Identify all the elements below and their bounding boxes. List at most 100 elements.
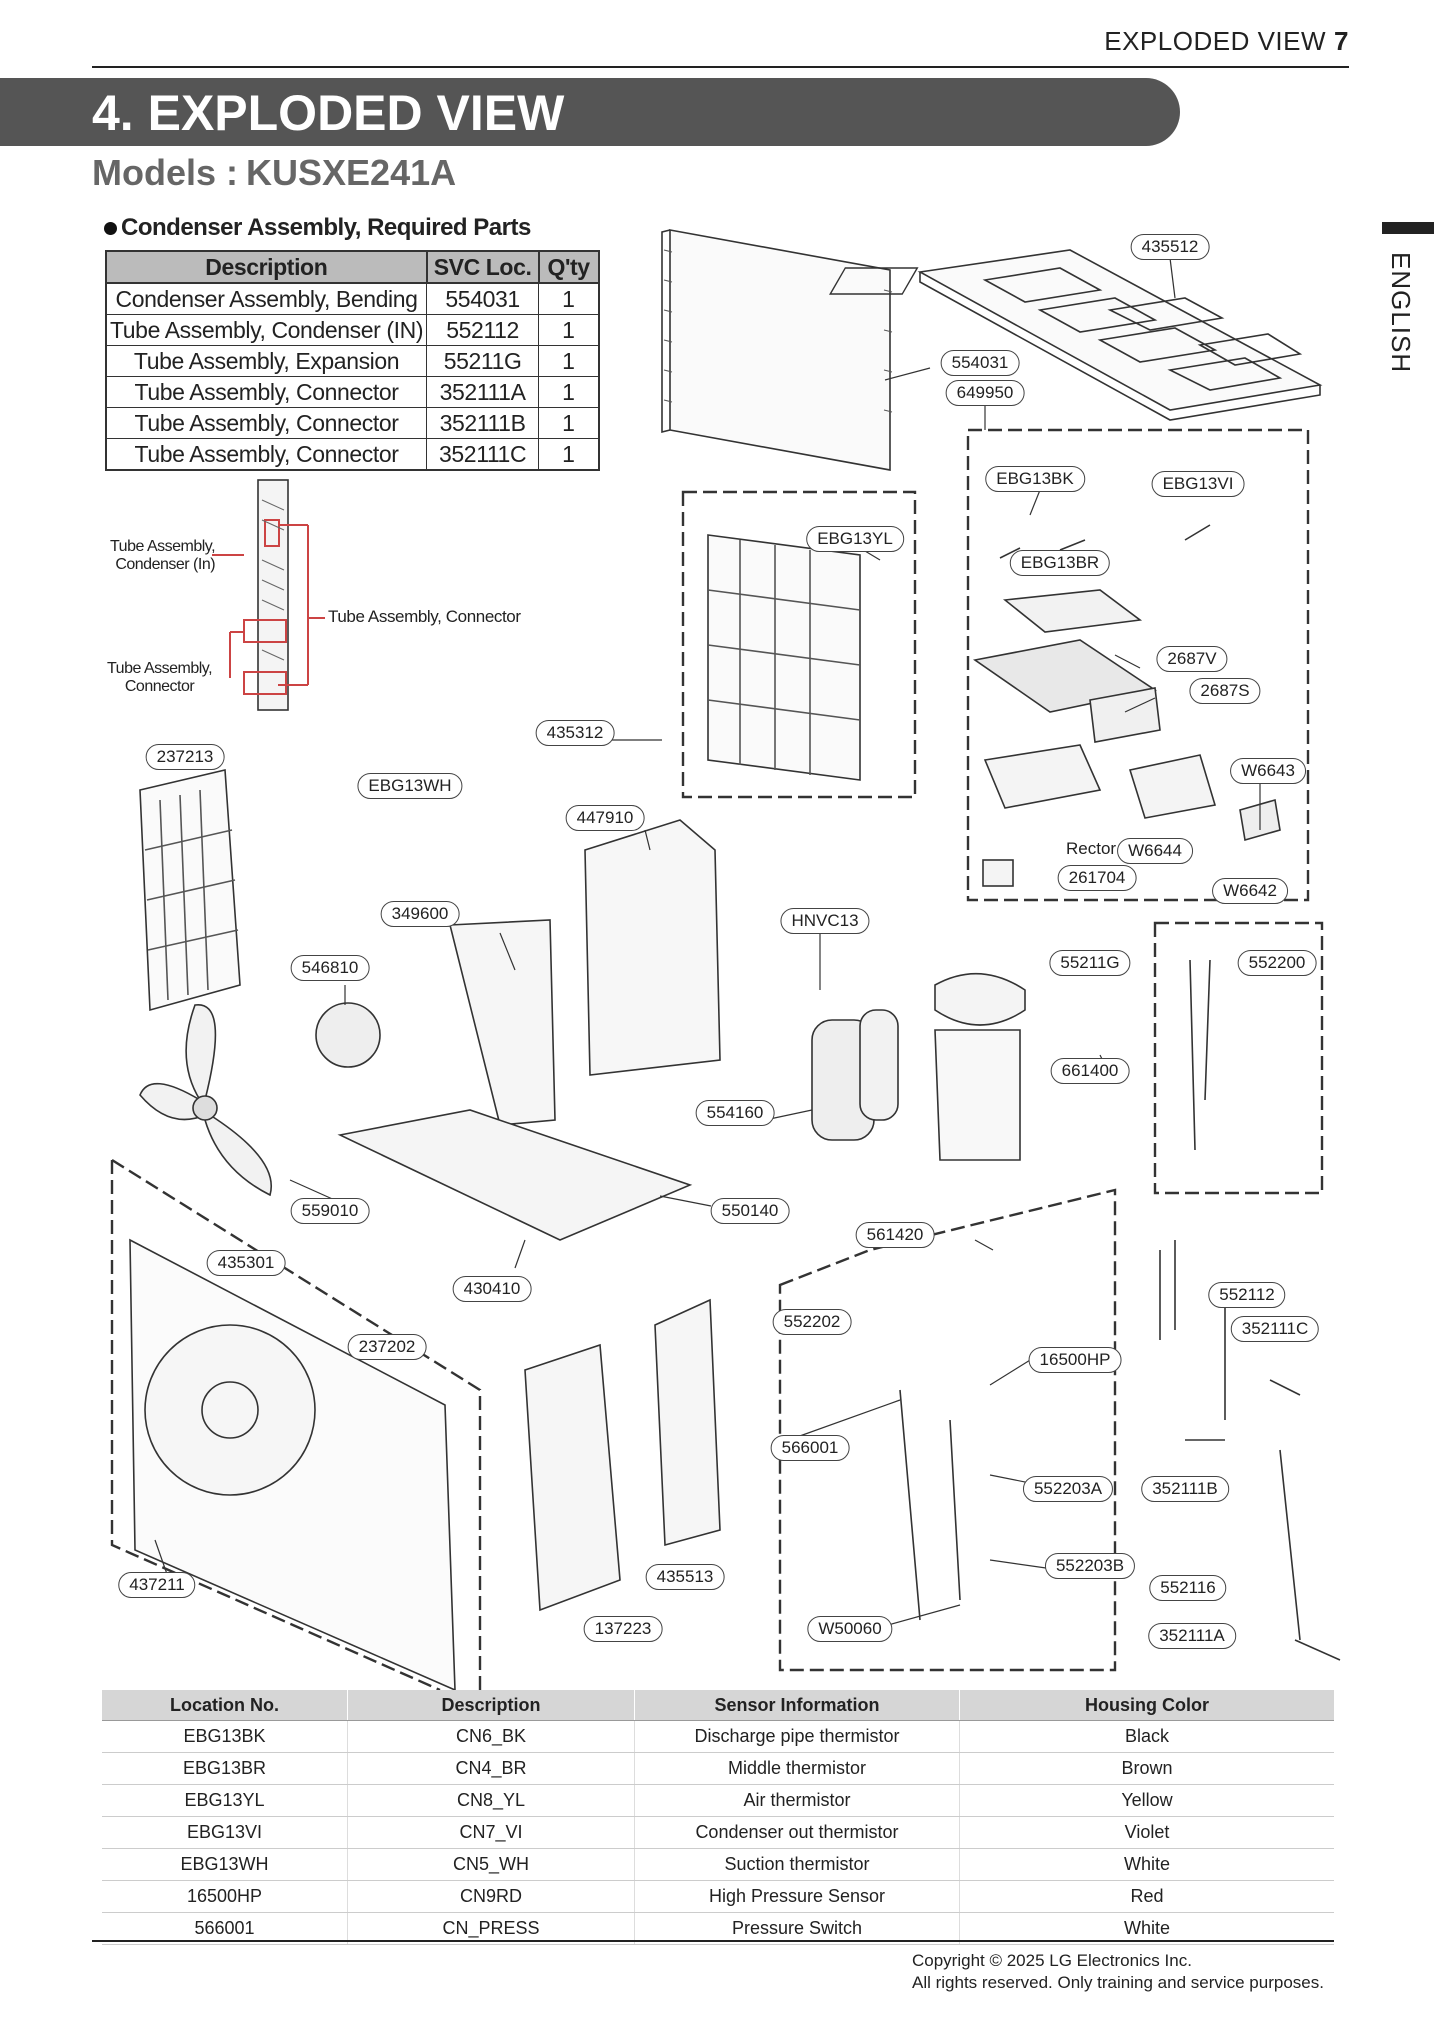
- part-callout-552200: 552200: [1237, 950, 1317, 976]
- part-callout-ebg13bk: EBG13BK: [985, 466, 1085, 492]
- table-cell: 16500HP: [102, 1880, 348, 1913]
- table-cell: Condenser out thermistor: [634, 1816, 960, 1849]
- part-callout-352111a: 352111A: [1148, 1623, 1236, 1649]
- copyright: Copyright © 2025 LG Electronics Inc. All…: [912, 1950, 1324, 1994]
- table-cell: 352111C: [426, 438, 540, 471]
- table-cell: 352111A: [426, 376, 540, 408]
- part-callout-649950: 649950: [945, 380, 1025, 406]
- table-cell: CN7_VI: [347, 1816, 635, 1849]
- part-callout-430410: 430410: [452, 1276, 532, 1302]
- part-callout-ebg13vi: EBG13VI: [1151, 471, 1245, 497]
- copyright-line-2: All rights reserved. Only training and s…: [912, 1973, 1324, 1992]
- part-callout-437211: 437211: [118, 1572, 196, 1598]
- condenser-parts-table: Description SVC Loc. Q'ty Condenser Asse…: [105, 250, 600, 471]
- language-label: ENGLISH: [1386, 252, 1416, 374]
- table-cell: 1: [538, 438, 600, 471]
- table-cell: Brown: [959, 1752, 1334, 1785]
- table-cell: Tube Assembly, Connector: [105, 438, 428, 471]
- table-cell: High Pressure Sensor: [634, 1880, 960, 1913]
- table-cell: Red: [959, 1880, 1334, 1913]
- part-callout-w6644: W6644: [1117, 838, 1193, 864]
- part-callout-435513: 435513: [645, 1564, 725, 1590]
- table-cell: Yellow: [959, 1784, 1334, 1817]
- table-cell: 1: [538, 282, 600, 315]
- part-callout-352111b: 352111B: [1141, 1476, 1229, 1502]
- table-cell: 1: [538, 314, 600, 346]
- table-cell: 1: [538, 376, 600, 408]
- table-cell: CN9RD: [347, 1880, 635, 1913]
- part-callout-hnvc13: HNVC13: [780, 908, 870, 934]
- part-callout-661400: 661400: [1050, 1058, 1130, 1084]
- part-callout-561420: 561420: [855, 1222, 935, 1248]
- part-callout-ebg13wh: EBG13WH: [357, 773, 463, 799]
- table-cell: CN8_YL: [347, 1784, 635, 1817]
- table-cell: EBG13BK: [102, 1720, 348, 1753]
- part-callout-55211g: 55211G: [1049, 950, 1131, 976]
- part-callout-566001: 566001: [770, 1435, 850, 1461]
- part-callout-ebg13yl: EBG13YL: [806, 526, 904, 552]
- condenser-section-title: Condenser Assembly, Required Parts: [104, 214, 531, 242]
- table-cell: Tube Assembly, Connector: [105, 407, 428, 439]
- table-cell: Black: [959, 1720, 1334, 1753]
- table-cell: CN6_BK: [347, 1720, 635, 1753]
- table-cell: EBG13VI: [102, 1816, 348, 1849]
- part-callout-550140: 550140: [710, 1198, 790, 1224]
- table-cell: White: [959, 1912, 1334, 1945]
- bullet-icon: [104, 222, 117, 235]
- part-callout-552116: 552116: [1149, 1575, 1227, 1601]
- table-cell: Middle thermistor: [634, 1752, 960, 1785]
- table-cell: CN_PRESS: [347, 1912, 635, 1945]
- part-callout-261704: 261704: [1057, 865, 1137, 891]
- part-callout-552202: 552202: [772, 1309, 852, 1335]
- table-cell: Air thermistor: [634, 1784, 960, 1817]
- header-rule: [92, 66, 1349, 68]
- part-callout-546810: 546810: [290, 955, 370, 981]
- part-callout-w50060: W50060: [807, 1616, 893, 1642]
- models-line: Models :KUSXE241A: [92, 152, 456, 194]
- inset-label-tube-connector-left: Tube Assembly, Connector: [107, 660, 213, 695]
- part-callout-16500hp: 16500HP: [1028, 1347, 1122, 1373]
- column-header: Description: [105, 250, 428, 284]
- table-cell: EBG13BR: [102, 1752, 348, 1785]
- page-number: 7: [1334, 26, 1349, 56]
- models-label: Models :: [92, 152, 239, 193]
- part-callout-447910: 447910: [565, 805, 645, 831]
- inset-label-tube-connector-right: Tube Assembly, Connector: [328, 607, 521, 626]
- table-header-row: Location No. Description Sensor Informat…: [102, 1690, 1334, 1721]
- part-callout-552203b: 552203B: [1044, 1553, 1136, 1579]
- part-callout-435512: 435512: [1130, 234, 1210, 260]
- table-cell: Suction thermistor: [634, 1848, 960, 1881]
- part-callout-w6642: W6642: [1212, 878, 1288, 904]
- part-callout-435301: 435301: [206, 1250, 286, 1276]
- part-callout-552112: 552112: [1208, 1282, 1286, 1308]
- condenser-title-text: Condenser Assembly, Required Parts: [121, 214, 531, 241]
- header-section-label: EXPLODED VIEW: [1104, 26, 1327, 56]
- table-cell: Violet: [959, 1816, 1334, 1849]
- part-callout-2687s: 2687S: [1189, 678, 1261, 704]
- page-title: 4. EXPLODED VIEW: [92, 85, 565, 141]
- model-number: KUSXE241A: [246, 152, 457, 193]
- inset-label-tube-condenser-in: Tube Assembly, Condenser (In): [110, 538, 216, 573]
- copyright-line-1: Copyright © 2025 LG Electronics Inc.: [912, 1951, 1192, 1970]
- part-callout-552203a: 552203A: [1022, 1476, 1114, 1502]
- table-cell: 554031: [426, 282, 540, 315]
- part-callout-237213: 237213: [145, 744, 225, 770]
- part-callout-559010: 559010: [290, 1198, 370, 1224]
- part-callout-349600: 349600: [380, 901, 460, 927]
- table-cell: 55211G: [426, 345, 540, 377]
- footer-rule: [92, 1940, 1334, 1942]
- part-callout-ebg13br: EBG13BR: [1009, 550, 1111, 576]
- table-cell: 566001: [102, 1912, 348, 1945]
- column-header: Sensor Information: [634, 1690, 960, 1721]
